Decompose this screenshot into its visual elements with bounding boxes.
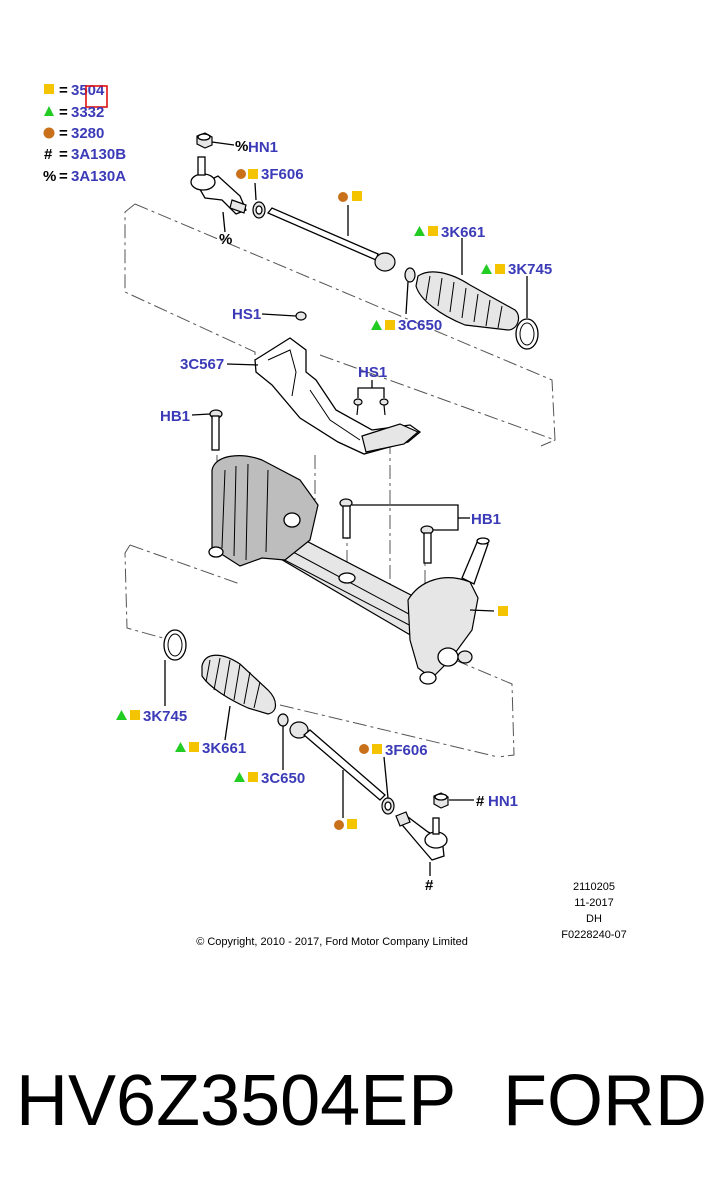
callout-3c567[interactable]: 3C567 [180, 356, 224, 373]
assembly-outline-lines [124, 203, 556, 758]
callout-3k661-top[interactable]: 3K661 [441, 224, 485, 241]
orange-circle-icon [334, 820, 344, 830]
drawing-date: 11-2017 [574, 897, 614, 909]
orange-circle-icon [338, 192, 348, 202]
screw-hs1-left [295, 311, 307, 321]
yellow-square-icon [498, 606, 508, 616]
outer-tie-rod-end-top [190, 156, 247, 215]
green-triangle-icon [116, 710, 127, 720]
callout-3f606-bottom[interactable]: 3F606 [385, 742, 428, 759]
small-clamp-top [404, 267, 416, 283]
callout-hn1-bottom[interactable]: HN1 [488, 793, 518, 810]
yellow-square-icon [385, 320, 395, 330]
legend-code-3a130b[interactable]: 3A130B [71, 146, 126, 163]
legend: = 3504 = 3332 = 3280 # = 3A130B % = 3A13… [43, 82, 126, 185]
yellow-square-icon [495, 264, 505, 274]
legend-percent-symbol: % [43, 168, 56, 185]
callout-percent-mark: % [219, 231, 232, 248]
heat-shield-3c567 [254, 337, 422, 455]
inner-tie-rod-bottom [289, 721, 386, 801]
orange-circle-icon [359, 744, 369, 754]
legend-eq: = [59, 168, 68, 185]
figure-number: F0228240-07 [561, 929, 626, 941]
brand-name: FORD [503, 1061, 707, 1141]
green-triangle-icon [175, 742, 186, 752]
jam-nut-bottom [381, 797, 395, 815]
callout-hb1-left[interactable]: HB1 [160, 408, 190, 425]
green-triangle-icon [234, 772, 245, 782]
callout-prefix: % [235, 138, 248, 155]
legend-orange-circle-icon [43, 127, 55, 139]
legend-code-3332[interactable]: 3332 [71, 104, 104, 121]
jam-nut-top [252, 201, 266, 219]
legend-eq: = [59, 104, 68, 121]
callout-3c650-top[interactable]: 3C650 [398, 317, 442, 334]
green-triangle-icon [371, 320, 382, 330]
clamp-ring-top [515, 318, 539, 350]
callout-3c650-bottom[interactable]: 3C650 [261, 770, 305, 787]
bolt-hb1-left [209, 409, 223, 451]
callout-3k745-top[interactable]: 3K745 [508, 261, 552, 278]
steering-gear-assembly [208, 455, 490, 685]
yellow-square-icon [189, 742, 199, 752]
legend-hash-symbol: # [44, 146, 53, 163]
copyright-text: © Copyright, 2010 - 2017, Ford Motor Com… [196, 936, 468, 948]
part-number: HV6Z3504EP [16, 1061, 457, 1141]
yellow-square-icon [248, 772, 258, 782]
steering-boot-top [415, 271, 520, 331]
callout-3k745-bottom[interactable]: 3K745 [143, 708, 187, 725]
callout-3k661-bottom[interactable]: 3K661 [202, 740, 246, 757]
small-clamp-bottom [277, 713, 289, 727]
callout-3f606-top[interactable]: 3F606 [261, 166, 304, 183]
legend-code-3280[interactable]: 3280 [71, 125, 104, 142]
green-triangle-icon [481, 264, 492, 274]
legend-green-triangle-icon [44, 106, 54, 116]
orange-circle-icon [236, 169, 246, 179]
bolts-hb1-right [339, 498, 434, 564]
callout-hn1-top[interactable]: HN1 [248, 139, 278, 156]
drawing-initials: DH [586, 913, 602, 925]
drawing-number: 2110205 [573, 881, 615, 893]
legend-eq: = [59, 82, 68, 99]
hex-nut-bottom [433, 792, 449, 809]
yellow-square-icon [372, 744, 382, 754]
outer-tie-rod-end-bottom [395, 811, 448, 861]
screws-hs1-mid [353, 398, 389, 416]
legend-yellow-square-icon [44, 84, 54, 94]
yellow-square-icon [248, 169, 258, 179]
green-triangle-icon [414, 226, 425, 236]
highlight-box [85, 85, 108, 108]
hex-nut-top [196, 132, 213, 149]
drawing-info: 2110205 11-2017 DH F0228240-07 [561, 881, 626, 941]
legend-eq: = [59, 125, 68, 142]
inner-tie-rod-top [266, 207, 396, 272]
parts-diagram: = 3504 = 3332 = 3280 # = 3A130B % = 3A13… [43, 82, 627, 948]
legend-code-3a130a[interactable]: 3A130A [71, 168, 126, 185]
clamp-ring-bottom [163, 629, 187, 661]
legend-code-3504[interactable]: 3504 [71, 82, 105, 99]
steering-boot-bottom [201, 654, 277, 715]
callout-hash-mark: # [425, 877, 434, 894]
callout-hs1-mid[interactable]: HS1 [358, 364, 387, 381]
legend-eq: = [59, 146, 68, 163]
callout-hb1-right[interactable]: HB1 [471, 511, 501, 528]
yellow-square-icon [352, 191, 362, 201]
callout-prefix: # [476, 793, 485, 810]
caption: HV6Z3504EP FORD [0, 1040, 708, 1170]
callout-hs1-left[interactable]: HS1 [232, 306, 261, 323]
yellow-square-icon [130, 710, 140, 720]
yellow-square-icon [347, 819, 357, 829]
yellow-square-icon [428, 226, 438, 236]
